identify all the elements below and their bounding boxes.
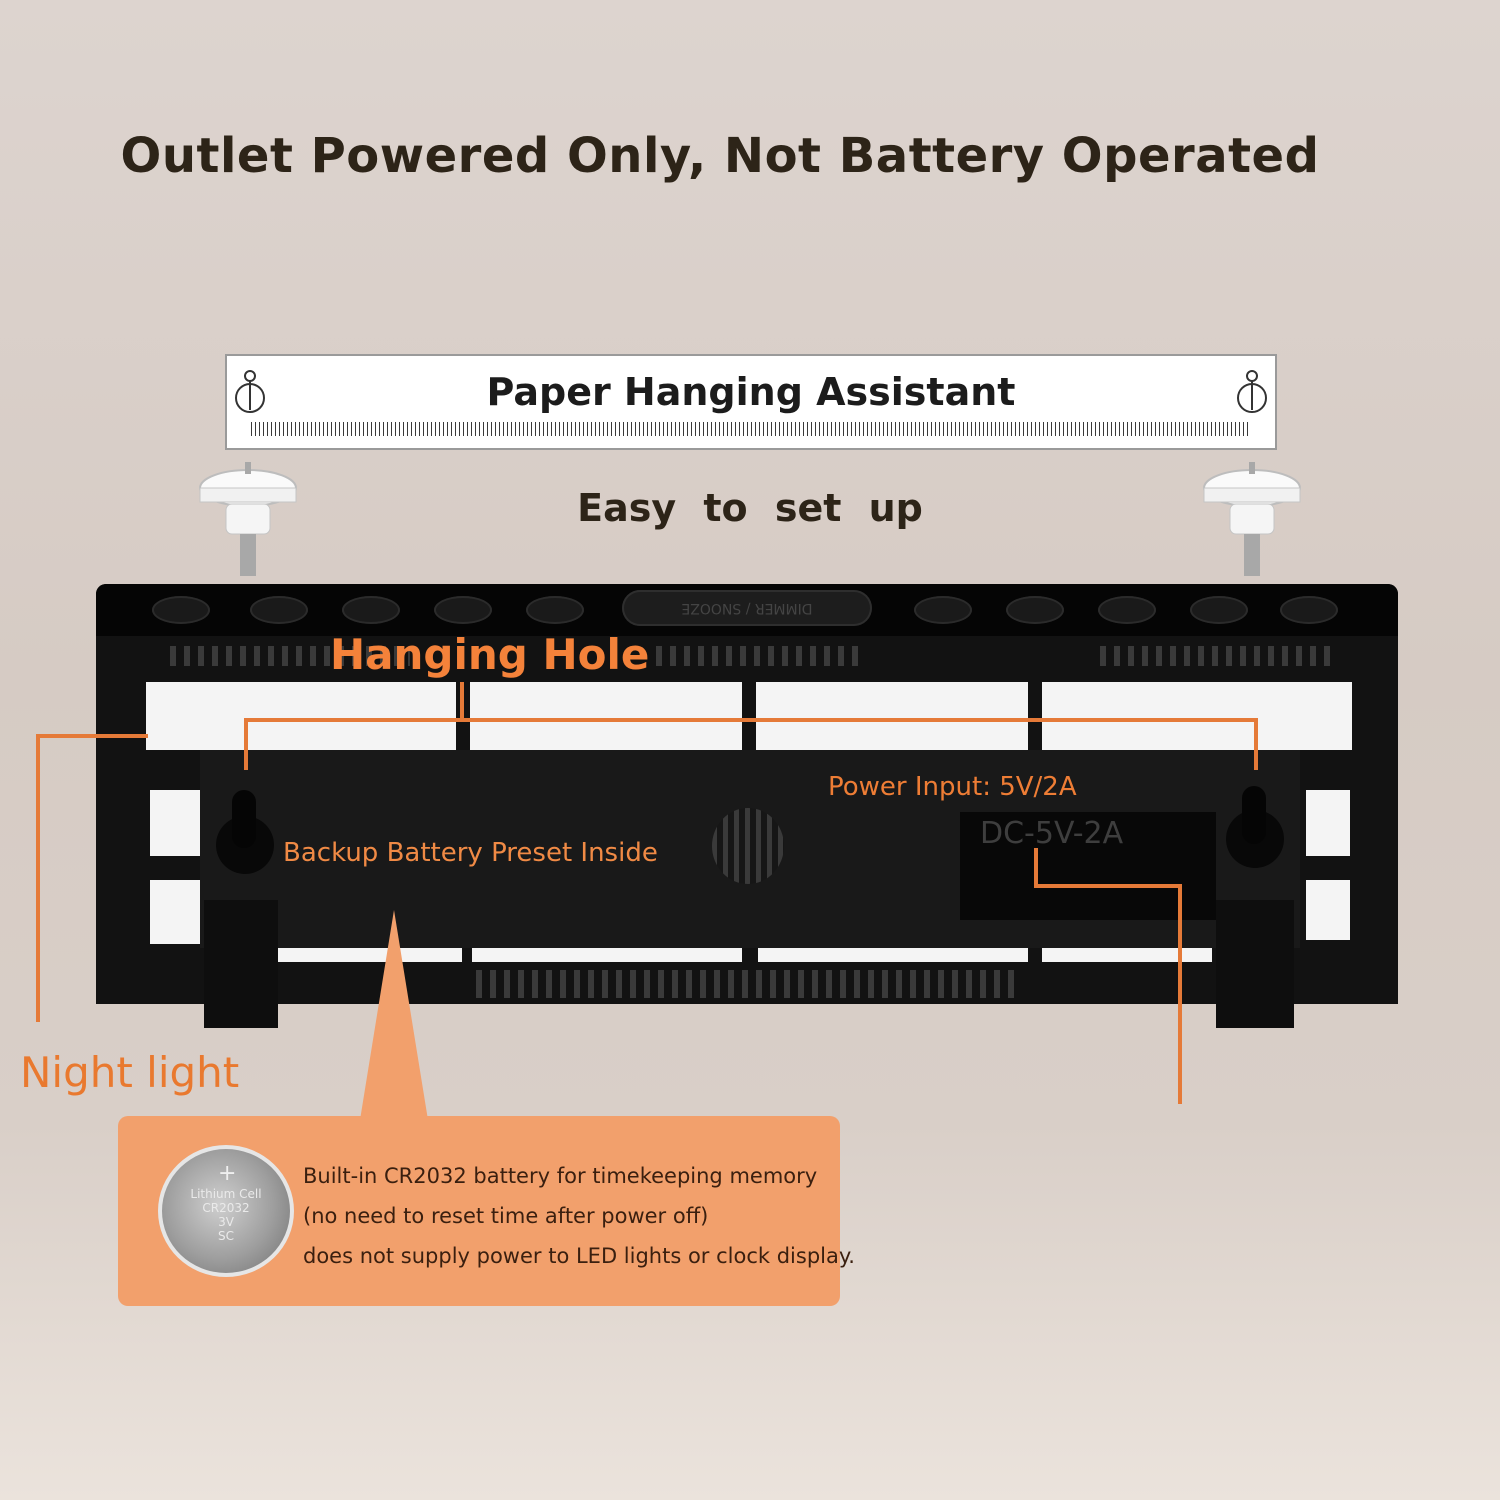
dc-label: DC-5V-2A [980, 816, 1124, 851]
night-light-panel [150, 880, 200, 944]
callout-line-1: Built-in CR2032 battery for timekeeping … [303, 1164, 818, 1188]
set-button[interactable] [342, 596, 400, 624]
power-input-label: Power Input: 5V/2A [828, 772, 1077, 802]
setup-text: Easy to set up [577, 486, 923, 530]
leader-line [244, 718, 248, 770]
night-light-panel [472, 946, 742, 962]
keyhole-hook-icon [1237, 370, 1267, 413]
coin-line: CR2032 [202, 1201, 250, 1215]
coin-battery-icon: + Lithium Cell CR2032 3V SC [158, 1145, 294, 1277]
wall-screw-icon [199, 462, 297, 576]
night-light-label: Night light [20, 1048, 240, 1097]
keyhole-slot-left [232, 790, 256, 848]
paper-hanging-assistant: Paper Hanging Assistant [225, 354, 1277, 450]
coin-line: Lithium Cell [190, 1187, 262, 1201]
snooze-label: DIMMER / SNOOZE [681, 600, 813, 616]
leader-line [1034, 884, 1182, 888]
speaker-grille [712, 808, 784, 884]
coin-line: SC [218, 1229, 234, 1243]
keyhole-hook-icon [235, 370, 265, 413]
down-button[interactable] [1006, 596, 1064, 624]
leader-line [1178, 884, 1182, 1104]
power-button[interactable] [434, 596, 492, 624]
stand-leg-right [1216, 900, 1294, 1028]
leader-line [36, 734, 40, 1022]
night-light-panel [1306, 880, 1350, 940]
night-light-panel [756, 682, 1028, 750]
vent-grille [170, 646, 410, 666]
night-light-panel [1306, 790, 1350, 856]
ruler-scale [251, 422, 1251, 436]
callout-line-2: (no need to reset time after power off) [303, 1204, 709, 1228]
stand-leg-left [204, 900, 278, 1028]
leader-line [244, 718, 1258, 722]
night-light-panel [758, 946, 1028, 962]
leader-line [1034, 848, 1038, 886]
night-light-panel [470, 682, 742, 750]
volume-button[interactable] [526, 596, 584, 624]
mode-button[interactable] [250, 596, 308, 624]
backup-battery-label: Backup Battery Preset Inside [283, 838, 658, 868]
keyhole-slot-right [1242, 786, 1266, 844]
night-light-panel [150, 790, 200, 856]
leader-line [1254, 718, 1258, 770]
play-button[interactable] [914, 596, 972, 624]
snooze-button[interactable]: DIMMER / SNOOZE [622, 590, 872, 626]
vent-grille [1100, 646, 1330, 666]
callout-pointer [360, 910, 428, 1120]
leader-line [460, 682, 464, 720]
dc-input-port [960, 812, 1216, 920]
vent-grille [476, 970, 1020, 998]
coin-text: Lithium Cell CR2032 3V SC [162, 1187, 290, 1243]
callout-line-3: does not supply power to LED lights or c… [303, 1244, 855, 1268]
leader-line [36, 734, 148, 738]
button-strip: DIMMER / SNOOZE [96, 584, 1398, 636]
light-button[interactable] [1190, 596, 1248, 624]
coin-line: 3V [218, 1215, 234, 1229]
alarm1-button[interactable] [152, 596, 210, 624]
headline: Outlet Powered Only, Not Battery Operate… [120, 128, 1320, 184]
hanging-hole-label: Hanging Hole [330, 630, 650, 679]
wall-screw-icon [1203, 462, 1301, 576]
alarm2-button[interactable] [1280, 596, 1338, 624]
up-button[interactable] [1098, 596, 1156, 624]
night-light-panel [1042, 946, 1212, 962]
night-light-panel [1042, 682, 1352, 750]
paper-title: Paper Hanging Assistant [486, 370, 1016, 414]
night-light-panel [146, 682, 456, 750]
vent-grille [656, 646, 866, 666]
coin-plus: + [218, 1161, 237, 1186]
